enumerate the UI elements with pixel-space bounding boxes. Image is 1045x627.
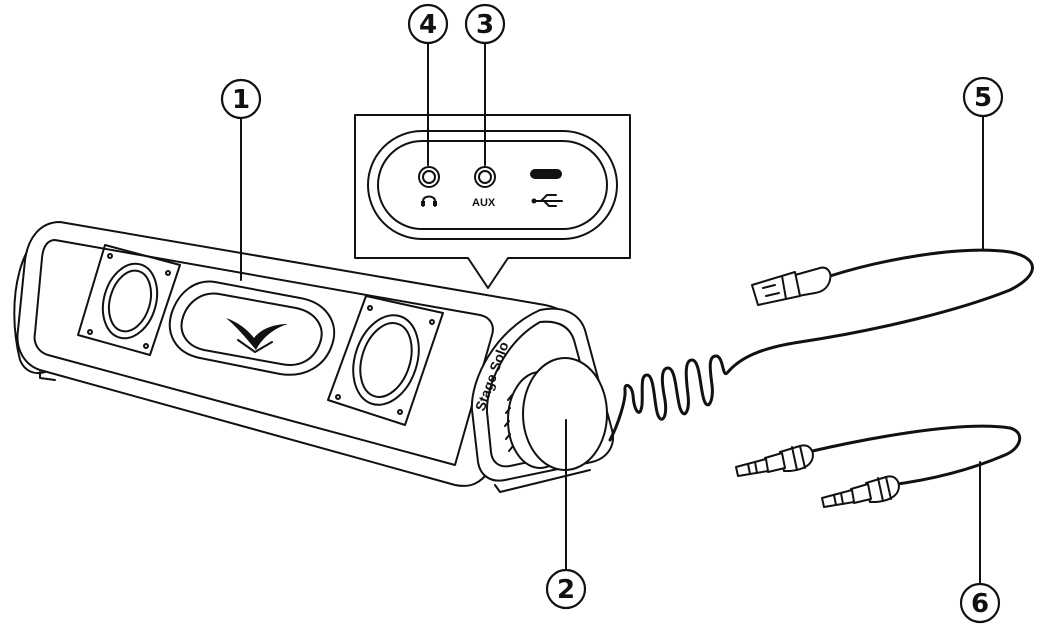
headphone-icon [421, 195, 437, 207]
volume-knob [504, 357, 608, 471]
callout-2-number: 2 [557, 575, 575, 605]
leader-lines [240, 42, 984, 584]
usb-cable [608, 248, 1034, 442]
callout-3-number: 3 [476, 10, 494, 40]
usb-a-plug [751, 266, 832, 306]
right-speaker-driver [327, 295, 444, 426]
callout-4-number: 4 [419, 10, 437, 40]
left-speaker-driver [77, 244, 181, 356]
callout-1: 1 [220, 78, 262, 120]
usb-c-port [530, 169, 563, 207]
headphone-jack [418, 166, 440, 207]
aux-plug-lower [821, 475, 900, 508]
aux-plug-upper [735, 444, 814, 477]
aux-label: AUX [472, 197, 496, 209]
callout-3: 3 [464, 3, 506, 45]
callout-5: 5 [962, 76, 1004, 118]
center-logo-panel [168, 280, 336, 376]
aux-cable [735, 424, 1021, 508]
callout-2: 2 [545, 568, 587, 610]
usb-symbol-icon [531, 194, 563, 207]
callout-1-number: 1 [232, 85, 250, 115]
callout-5-number: 5 [974, 83, 992, 113]
callout-6: 6 [959, 582, 1001, 624]
callout-4: 4 [407, 3, 449, 45]
callout-6-number: 6 [971, 589, 989, 619]
port-panel-inset: AUX [354, 114, 631, 289]
usb-c-port-icon [530, 169, 562, 179]
aux-jack: AUX [472, 166, 496, 209]
bird-logo-icon [226, 318, 288, 353]
